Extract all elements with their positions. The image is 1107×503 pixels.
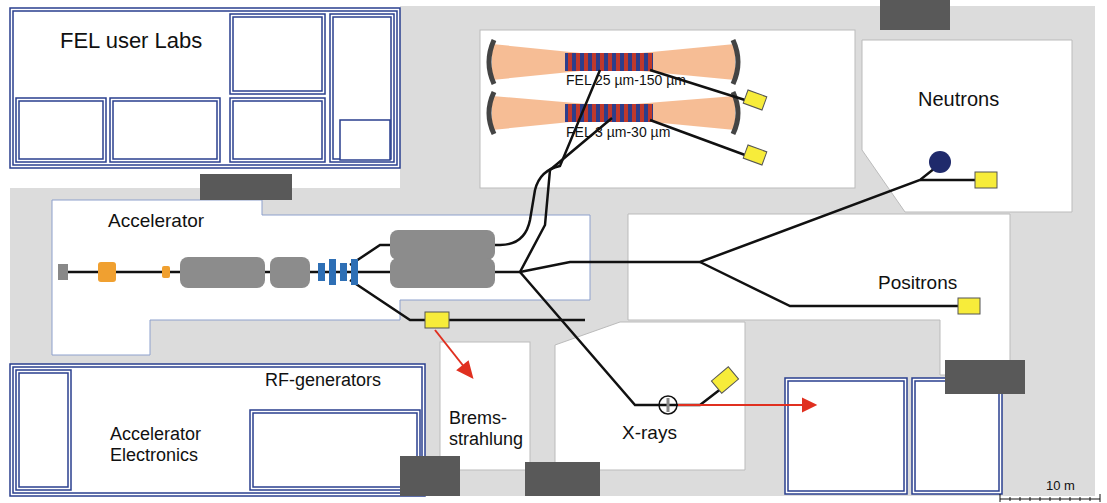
room-name: FEL user Labs [60,28,202,53]
room-label: Brems- strahlung [440,342,530,470]
room-label: RF-generatorsAccelerator Electronics [10,364,425,496]
room-name: Accelerator [108,210,204,232]
room-name: Brems- strahlung [449,408,529,449]
room-name: RF-generators [265,370,381,391]
room-label: Neutrons [862,40,1072,150]
scale-label: 10 m [1046,478,1075,493]
room-label: Positrons [628,214,1010,320]
room-name: FEL 3 µm-30 µm [566,124,670,140]
fel-room: FEL 25 µm-150 µm FEL 3 µm-30 µm [480,30,855,188]
room-label: FEL user Labs [10,8,230,98]
room-label: X-rays [555,322,745,470]
room-name: Positrons [878,272,957,294]
room-name: Neutrons [918,88,999,111]
room-name: FEL 25 µm-150 µm [566,72,686,88]
room-name: Accelerator Electronics [110,424,220,465]
room-name: X-rays [622,422,677,444]
room-label: Accelerator [52,200,262,250]
